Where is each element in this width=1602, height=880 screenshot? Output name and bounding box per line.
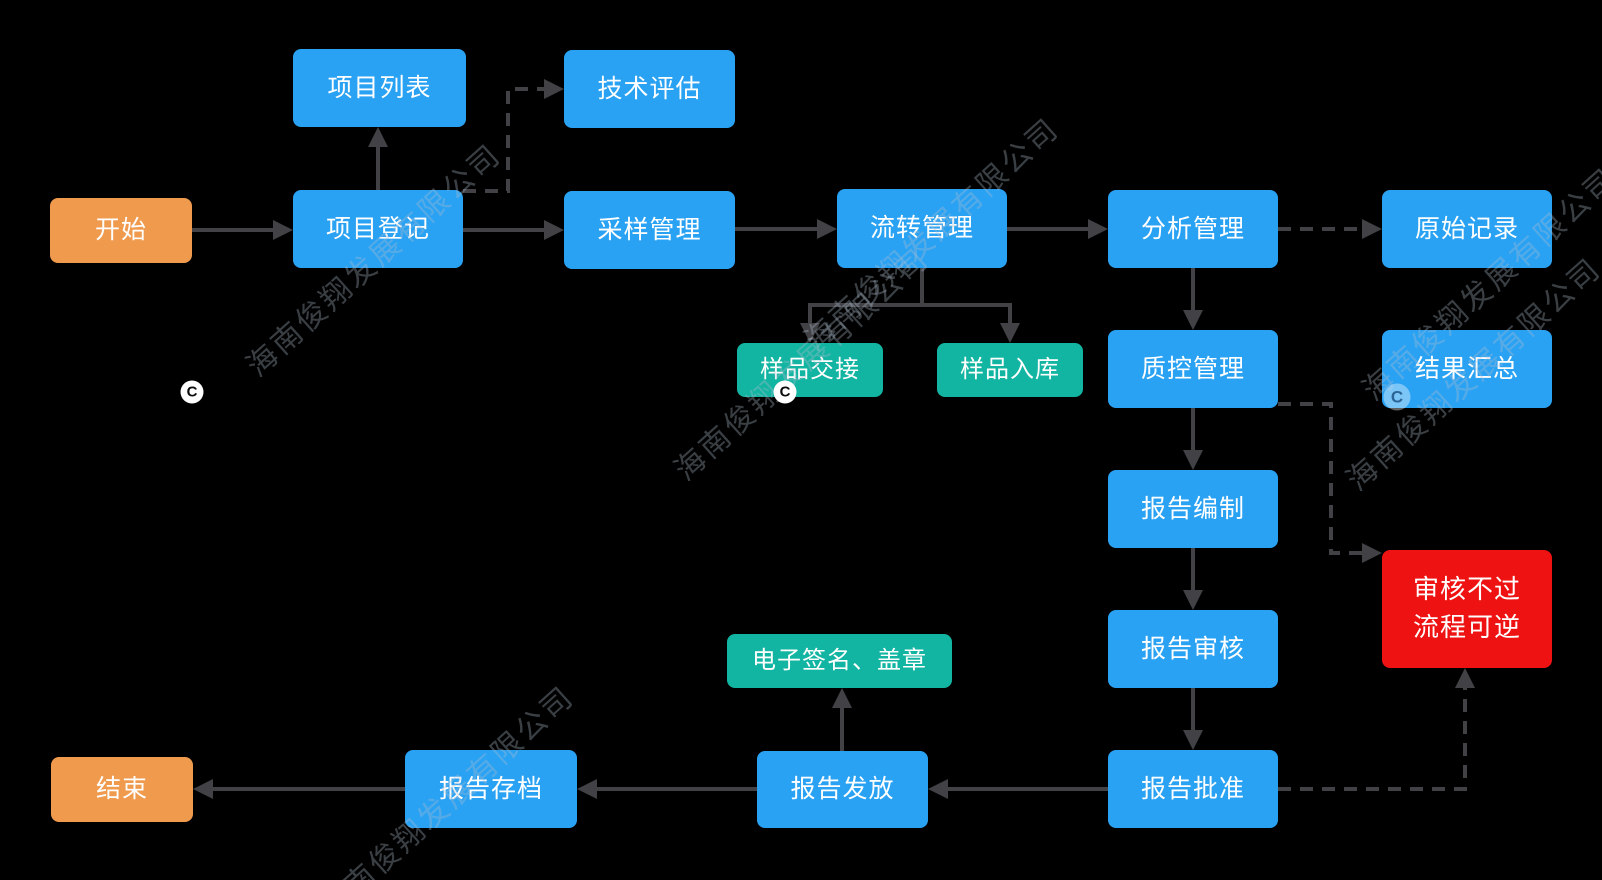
node-sample-handover: 样品交接 <box>737 343 883 397</box>
edge-start-to-register-arrowhead <box>273 220 293 240</box>
edge-register-to-list-arrowhead <box>368 127 388 147</box>
node-label: 技术评估 <box>597 74 702 103</box>
node-label: 项目登记 <box>325 214 430 243</box>
node-label: 质控管理 <box>1140 354 1245 383</box>
edge-register-to-evaluation <box>463 87 547 193</box>
node-label: 结果汇总 <box>1414 354 1519 383</box>
node-label: 流转管理 <box>869 214 974 243</box>
node-sample-storage: 样品入库 <box>937 343 1083 397</box>
edge-approve-to-issue-arrowhead <box>928 779 948 799</box>
node-start: 开始 <box>50 198 192 263</box>
edge-branch-to-handover <box>808 303 922 326</box>
edge-issue-to-archive-arrowhead <box>577 779 597 799</box>
node-analysis: 分析管理 <box>1108 190 1278 268</box>
edge-sampling-to-circulation-arrowhead <box>817 219 837 239</box>
node-report-archive: 报告存档 <box>405 750 577 828</box>
node-label: 电子签名、盖章 <box>752 646 927 674</box>
edge-branch-to-handover-arrowhead <box>800 323 820 343</box>
edge-qc-to-review-fail-arrowhead <box>1362 543 1382 563</box>
node-label: 样品交接 <box>760 355 860 383</box>
node-result-summary: 结果汇总 <box>1382 330 1552 408</box>
node-label: 原始记录 <box>1414 214 1519 243</box>
edge-qc-to-compile-arrowhead <box>1183 450 1203 470</box>
node-sampling: 采样管理 <box>564 191 735 269</box>
node-project-list: 项目列表 <box>293 49 466 127</box>
edge-register-to-sampling-arrowhead <box>544 220 564 240</box>
edge-review-to-approve-arrowhead <box>1183 730 1203 750</box>
node-esign-seal: 电子签名、盖章 <box>727 634 952 688</box>
node-report-review: 报告审核 <box>1108 610 1278 688</box>
node-label: 报告编制 <box>1140 494 1245 523</box>
edge-compile-to-review-arrowhead <box>1183 590 1203 610</box>
node-report-approve: 报告批准 <box>1108 750 1278 828</box>
node-label: 报告存档 <box>438 774 543 803</box>
edge-archive-to-end-arrowhead <box>193 779 213 799</box>
node-label: 报告审核 <box>1140 634 1245 663</box>
edge-register-to-evaluation-arrowhead <box>544 79 564 99</box>
node-circulation: 流转管理 <box>837 189 1007 268</box>
node-raw-records: 原始记录 <box>1382 190 1552 268</box>
node-qc: 质控管理 <box>1108 330 1278 408</box>
edge-branch-to-storage <box>922 303 1012 326</box>
edge-circulation-to-analysis-arrowhead <box>1088 219 1108 239</box>
node-label: 分析管理 <box>1140 214 1245 243</box>
edge-analysis-to-qc-arrowhead <box>1183 310 1203 330</box>
node-tech-eval: 技术评估 <box>564 50 735 128</box>
node-report-compile: 报告编制 <box>1108 470 1278 548</box>
edge-qc-to-review-fail <box>1278 402 1365 555</box>
node-label: 报告发放 <box>790 775 895 804</box>
node-label: 报告批准 <box>1140 774 1245 803</box>
edge-approve-to-review-fail-arrowhead <box>1455 668 1475 688</box>
node-project-register: 项目登记 <box>293 190 463 268</box>
edge-analysis-to-records-arrowhead <box>1362 219 1382 239</box>
node-label: 开始 <box>94 216 147 245</box>
node-report-issue: 报告发放 <box>757 751 928 828</box>
node-label: 项目列表 <box>327 73 432 102</box>
edge-branch-to-storage-arrowhead <box>1000 323 1020 343</box>
node-label: 流程可逆 <box>1412 612 1521 642</box>
edge-approve-to-review-fail <box>1278 685 1467 791</box>
node-review-fail: 审核不过流程可逆 <box>1382 550 1552 668</box>
node-label: 采样管理 <box>597 215 702 244</box>
node-label: 样品入库 <box>960 355 1060 383</box>
node-label: 审核不过 <box>1412 574 1521 605</box>
node-end: 结束 <box>51 757 193 822</box>
node-label: 结束 <box>95 775 148 804</box>
edge-issue-to-esign-arrowhead <box>832 688 852 708</box>
